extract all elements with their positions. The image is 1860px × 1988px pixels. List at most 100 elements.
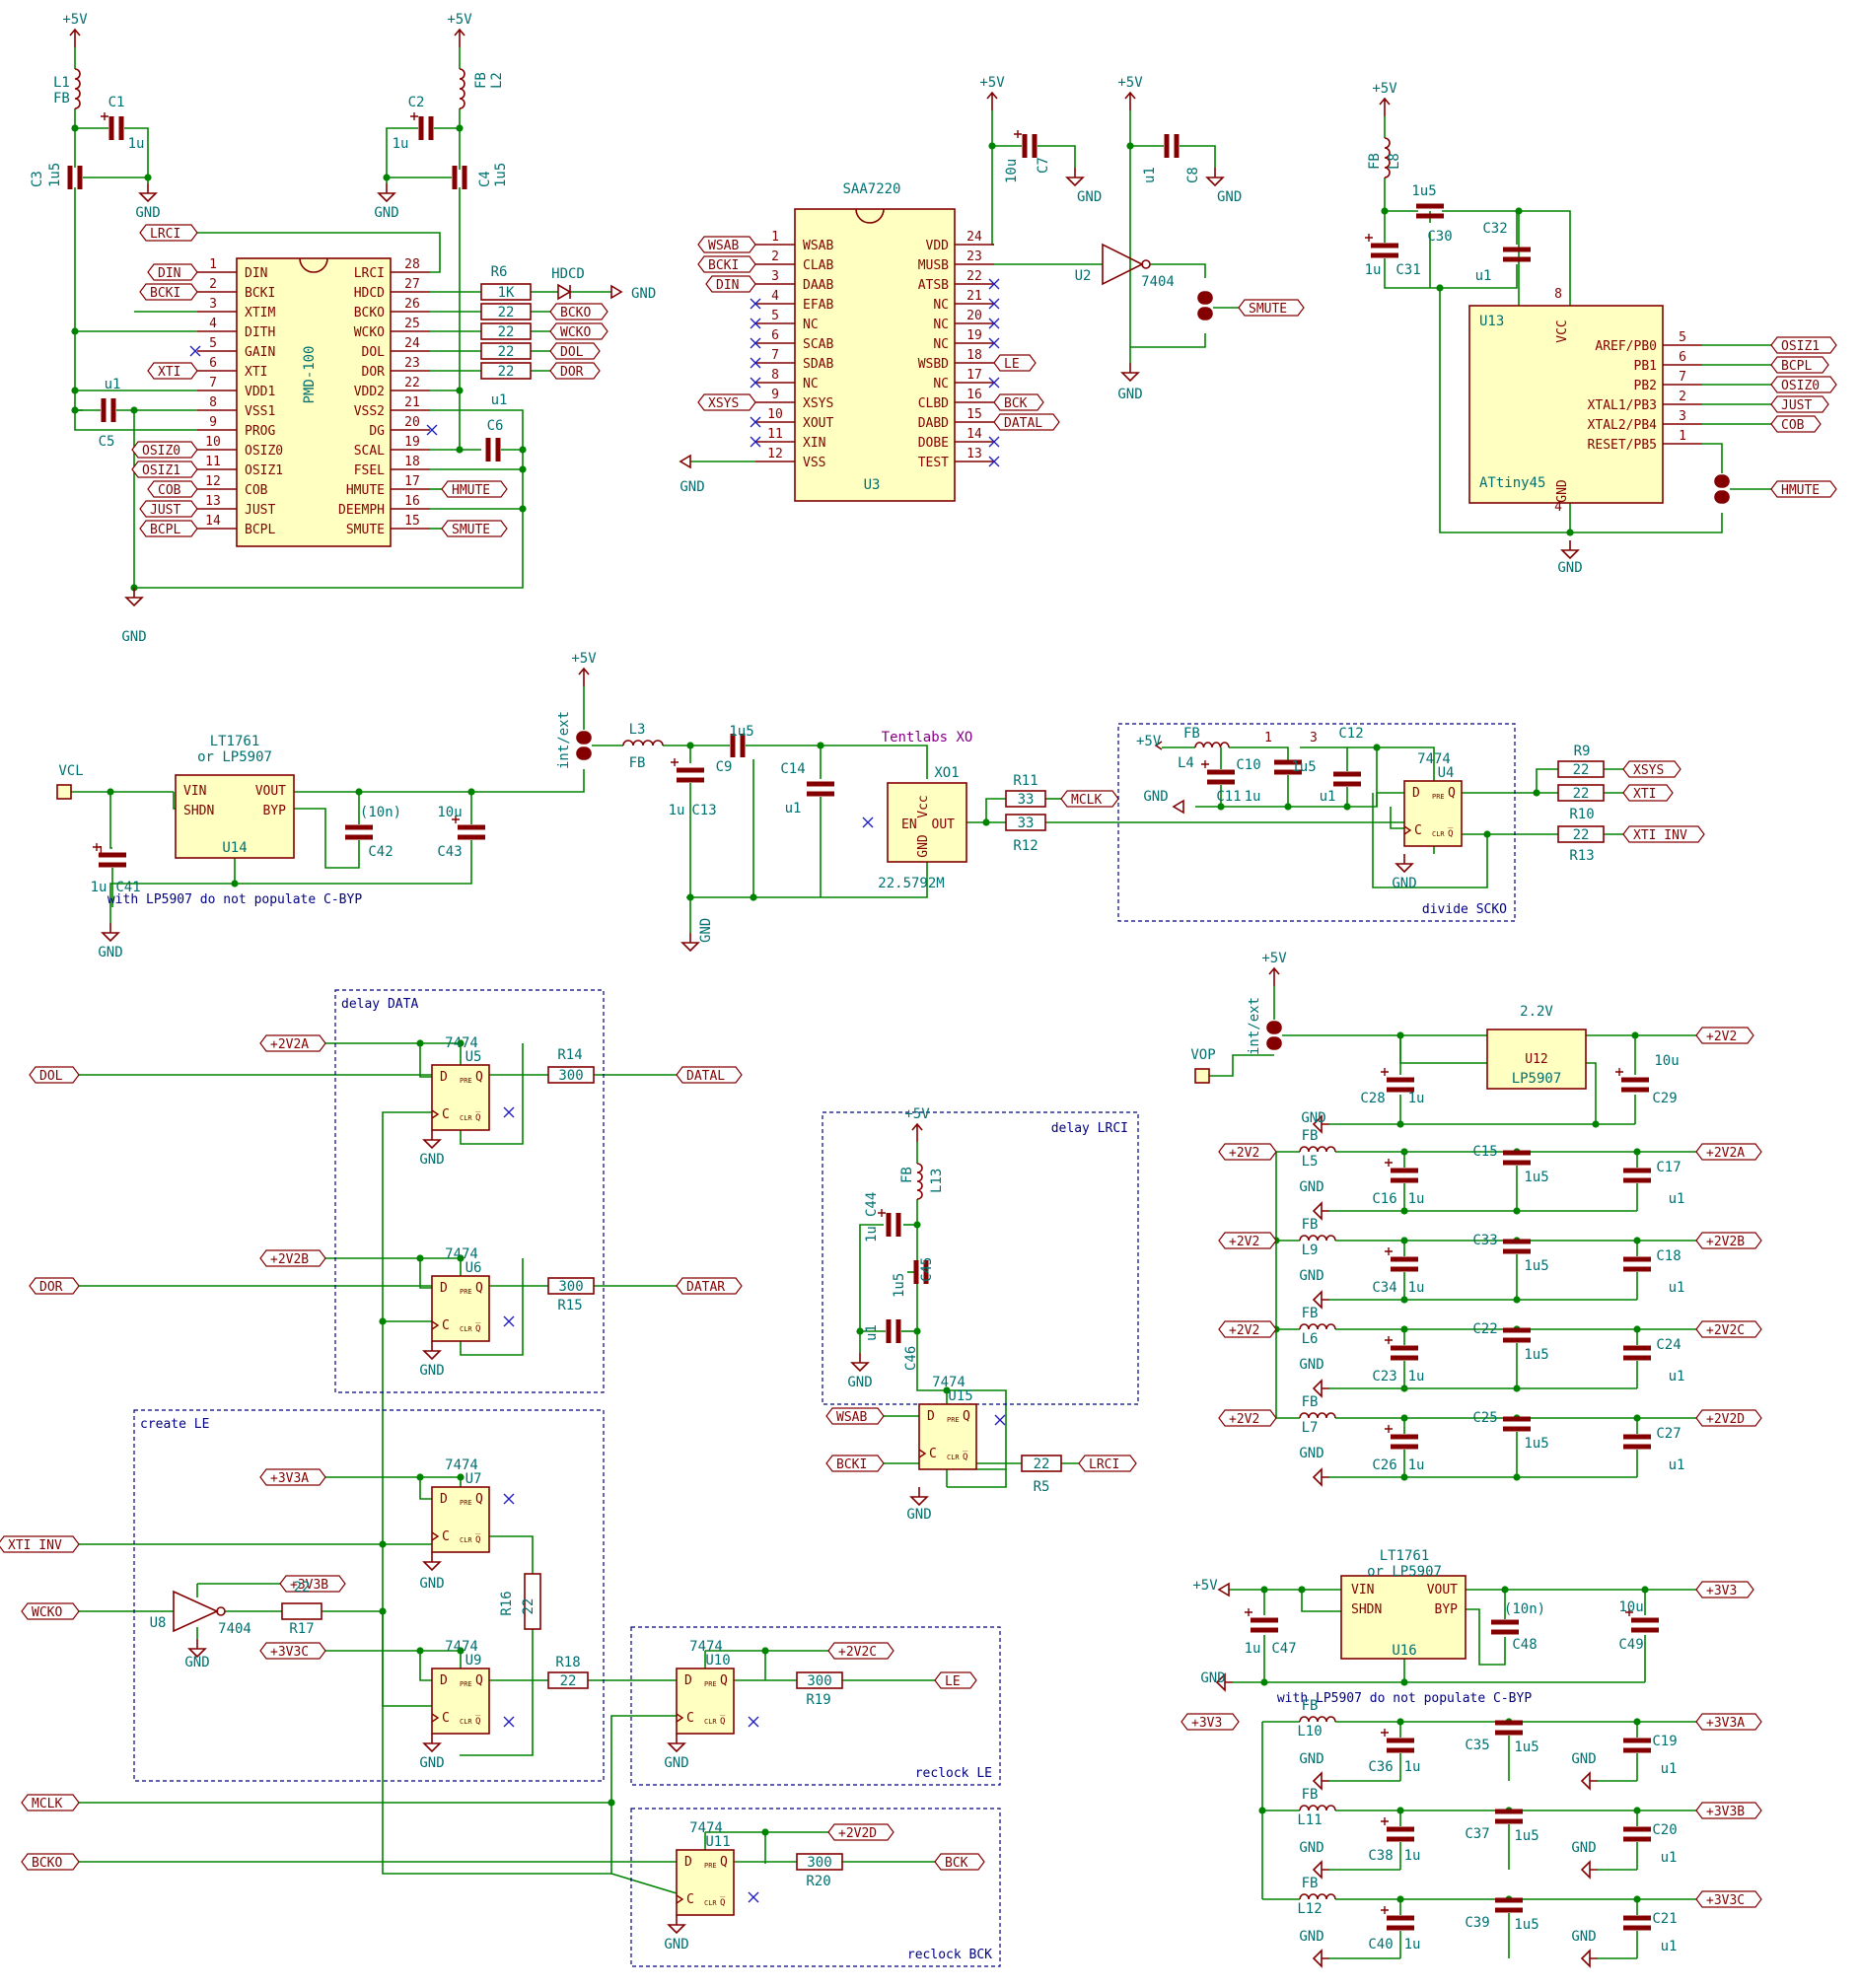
label-text: GND (1143, 789, 1168, 805)
pin-name: RESET/PB5 (1588, 438, 1657, 453)
label-text: R6 (491, 264, 508, 280)
net-label-text: +2V2D (838, 1826, 877, 1841)
net-label-+2v2b (1695, 1232, 1762, 1249)
pin-number: 2 (1679, 390, 1686, 404)
label-text: 1u (1245, 789, 1261, 805)
ground-symbol (1120, 363, 1140, 383)
plus-mark (1385, 1159, 1393, 1167)
junction-dot (379, 1317, 387, 1325)
net-label-text: XTI_INV (8, 1538, 62, 1553)
ff-type: 7474 (445, 1246, 478, 1262)
label-text: GND (1299, 1357, 1323, 1373)
label-text: GND (906, 1507, 931, 1523)
junction-dot (1633, 1414, 1641, 1422)
ff-q: Q (475, 1673, 483, 1688)
pin-name: DOBE (918, 436, 949, 451)
pin-number: 7 (771, 348, 779, 363)
clock-mark (431, 1531, 440, 1541)
junction-dot (608, 1799, 615, 1807)
hdcd-led (557, 283, 572, 301)
capacitor (1623, 1345, 1651, 1361)
sheet-title: divide SCKO (1422, 902, 1507, 917)
net-label-text: BCPL (1781, 359, 1812, 374)
label-text: FB (1302, 1876, 1319, 1891)
label-text: 8 (1554, 287, 1562, 302)
resistor-value: 22 (498, 364, 515, 380)
pin-number: 12 (767, 447, 783, 462)
label-text: with LP5907 do not populate C-BYP (1277, 1691, 1532, 1706)
pin-name: CLBD (918, 396, 949, 411)
label-text: 1u5 (47, 163, 63, 187)
wire (947, 1389, 1007, 1470)
resistor-value: 300 (558, 1279, 583, 1295)
power-label: +5V (1261, 951, 1287, 966)
label-text: 1u5 (1291, 759, 1316, 775)
junction-dot (130, 406, 138, 414)
chip-notch (855, 208, 885, 224)
components (0, 28, 1837, 1968)
label-text: 1u (1408, 1280, 1425, 1296)
no-connect-mark (503, 1716, 515, 1728)
label-text: C2 (408, 95, 425, 110)
label-text: 1u5 (1524, 1258, 1548, 1274)
no-connect-mark (750, 436, 761, 448)
net-label-text: +2V2A (1706, 1146, 1745, 1161)
plus-mark (1625, 1608, 1633, 1616)
label-text: 1u (1408, 1091, 1425, 1106)
label-text: FB (1302, 1787, 1319, 1803)
solder-jumper (1266, 1021, 1282, 1034)
junction-dot (457, 1039, 465, 1047)
junction-dot (1373, 744, 1381, 751)
plus-mark (452, 816, 460, 823)
label-text: 10u (1618, 1599, 1643, 1615)
wire (1702, 443, 1723, 473)
label-text: 1u5 (1411, 183, 1436, 199)
resistor (480, 322, 532, 340)
resistor (1557, 825, 1605, 843)
ff-d: D (684, 1673, 692, 1688)
pin-number: 20 (966, 309, 982, 323)
label-text: GND (664, 1937, 688, 1952)
label-text: 1u5 (892, 1273, 907, 1298)
power-arrow (69, 28, 81, 47)
label-text: R20 (806, 1874, 830, 1889)
junction-dot (1513, 1384, 1521, 1392)
pin-number: 4 (209, 317, 217, 331)
label-text: 3 (1310, 731, 1318, 746)
label-text: L12 (1297, 1901, 1322, 1917)
resistor (480, 342, 532, 360)
wire (197, 232, 441, 273)
plus-mark (878, 1209, 886, 1217)
label-text: R13 (1569, 848, 1594, 864)
label-text: C45 (919, 1257, 935, 1282)
wire (419, 1258, 432, 1289)
ff-qn: Q̅ (720, 1896, 726, 1908)
net-label-+2v2a (1695, 1143, 1762, 1161)
junction-dot (1258, 1807, 1266, 1814)
ff-type: 7474 (689, 1820, 723, 1836)
ferrite-inductor (916, 1163, 923, 1200)
resistor (480, 283, 532, 301)
net-label-text: +3V3B (290, 1578, 328, 1593)
ground-symbol (422, 1552, 442, 1572)
ff-d: D (1412, 786, 1420, 801)
pin-name: COB (245, 483, 268, 498)
net-label-text: XTI (158, 365, 180, 380)
ground-symbol (1215, 1672, 1233, 1692)
label-text: C6 (487, 418, 504, 434)
junction-dot (1633, 1148, 1641, 1156)
wire (916, 1331, 948, 1404)
capacitor (1387, 1077, 1414, 1093)
ff-q: Q (475, 1281, 483, 1296)
ground-symbol (667, 1915, 686, 1935)
power-arrow (986, 91, 998, 110)
pin-number: 9 (771, 388, 779, 402)
wire (859, 1224, 884, 1353)
ff-type: 7474 (445, 1035, 478, 1051)
net-label-text: BCKI (150, 286, 180, 301)
label-text: C47 (1271, 1641, 1296, 1657)
ff-type: 7474 (445, 1639, 478, 1655)
label-text: u1 (1669, 1280, 1685, 1296)
junction-dot (457, 1254, 465, 1262)
sheet-title: reclock BCK (907, 1948, 992, 1962)
